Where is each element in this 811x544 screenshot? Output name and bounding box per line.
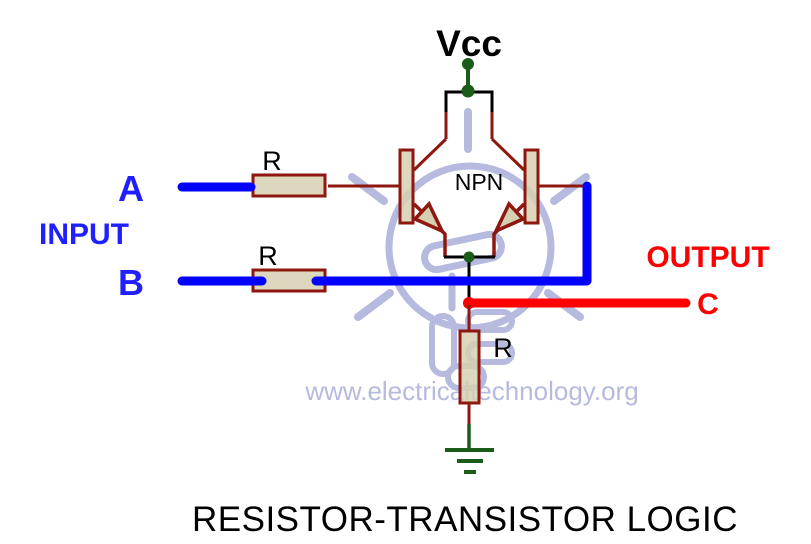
input-a-label: A — [118, 168, 144, 209]
bulb-ray-upper-right — [550, 173, 590, 205]
resistor-out-label: R — [493, 333, 513, 363]
resistor-a-body — [251, 173, 327, 198]
base-bar-right — [523, 148, 540, 225]
ground-branch — [445, 305, 494, 474]
resistor-out-body — [458, 329, 481, 405]
vcc-label: Vcc — [436, 23, 502, 64]
bulb-ray-lower-left — [354, 289, 394, 321]
bulb-ray-upper-left — [348, 173, 388, 205]
output-group-label: OUTPUT — [646, 241, 769, 274]
input-group-label: INPUT — [39, 218, 129, 251]
emitter-arrow-right — [492, 200, 526, 235]
input-b-label: B — [118, 262, 144, 303]
resistor-b-label: R — [258, 241, 278, 271]
bulb-thread-left — [429, 313, 457, 377]
input-b-wire-right — [311, 181, 592, 286]
npn-label: NPN — [455, 169, 504, 195]
npn-transistor-pair — [328, 90, 584, 259]
collector-left-diagonal — [412, 137, 448, 172]
collector-right-diagonal — [490, 137, 526, 172]
output-c-label: C — [697, 288, 719, 321]
bulb-thread-top — [421, 230, 505, 274]
vcc-node-bottom — [461, 84, 475, 98]
emitter-arrow-left — [412, 200, 446, 235]
resistor-a-label: R — [262, 146, 282, 176]
diagram-title: RESISTOR-TRANSISTOR LOGIC — [192, 500, 738, 539]
emitter-node — [463, 251, 475, 263]
base-bar-left — [398, 148, 415, 225]
vcc-node-top — [462, 58, 474, 70]
